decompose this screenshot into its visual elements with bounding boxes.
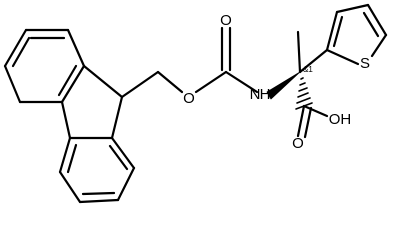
- amine-nitrogen-label: N: [250, 86, 261, 103]
- thiophene-sulfur-label: S: [360, 55, 370, 72]
- alpha-carbon-bonds: [266, 30, 329, 110]
- wedge-bond-nh: [266, 71, 301, 100]
- carbamate-chain: [120, 26, 259, 99]
- thiophene-ring: [325, 3, 388, 66]
- hashed-wedge-bond: [295, 77, 313, 110]
- carbonyl-oxygen-label: O: [220, 12, 232, 29]
- ester-oxygen-label: O: [183, 90, 195, 107]
- amine-hydrogen-label: H: [260, 86, 271, 103]
- acid-hydroxyl-label: OH: [329, 111, 352, 128]
- carboxylic-acid: [296, 104, 329, 139]
- molecule-structure: O O N H S O OH &1: [3, 3, 388, 204]
- fluorene-right-ring: [58, 136, 136, 204]
- acid-carbonyl-oxygen-label: O: [292, 135, 304, 152]
- fluorene-five-ring: [60, 64, 124, 140]
- stereo-descriptor: &1: [303, 65, 313, 74]
- fluorene-left-ring: [3, 28, 86, 104]
- atom-labels: O O N H S O OH &1: [183, 12, 370, 152]
